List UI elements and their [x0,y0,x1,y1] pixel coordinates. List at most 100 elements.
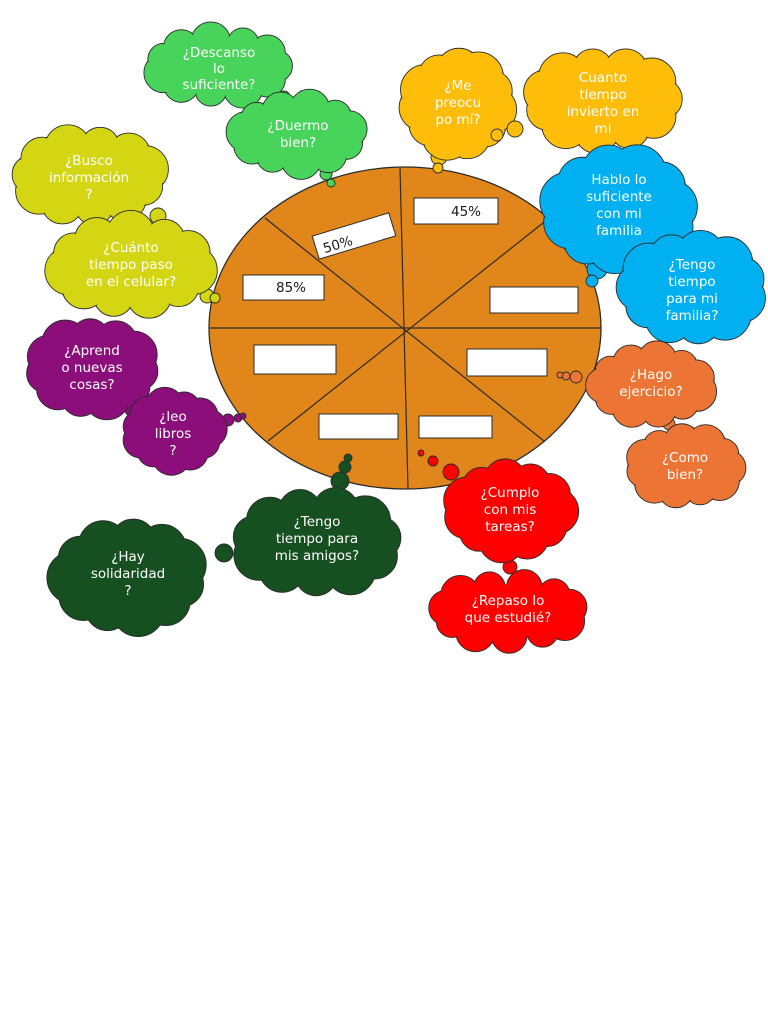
cloud-text-line: tiempo [579,87,626,103]
cloud-fill [144,22,292,108]
cloud-text-line: suficiente [586,189,652,205]
cloud-core [637,439,733,493]
pie-wheel [208,166,602,490]
cloud-text-line: información [49,170,129,186]
cloud-text-line: ¿Hago [630,367,672,383]
thought-bubble [417,449,425,457]
cloud-text-line: ¿Duermo [267,118,328,134]
cloud-text-line: bien? [280,135,316,151]
cloud-core [459,477,561,543]
pie-box-8[interactable] [418,415,493,439]
cloud-fill [45,211,217,318]
cloud-text-line: preocu [435,95,481,111]
cloud-text-line: ¿Tengo [669,257,716,273]
cloud-text-line: Hablo lo [591,172,646,188]
pie-box-7[interactable] [318,413,399,440]
pie-box-5[interactable] [253,344,337,375]
pie-box-2-value: 45% [451,204,481,220]
cloud-core [240,106,356,162]
cloud-text-line: lo [213,61,225,77]
thought-bubble [239,412,247,420]
thought-bubble [432,162,444,174]
cloud-core [418,68,498,140]
cloud-core [25,143,153,209]
pie-divider [267,218,549,442]
cloud-text-line: suficiente? [183,77,256,93]
cloud-core [537,65,669,135]
thought-bubble [569,370,583,384]
cloud-fill [586,341,716,427]
pie-box-3-value: 85% [276,280,306,296]
cloud-fill [234,488,400,595]
thought-bubble [556,371,564,379]
cloud-fill [627,424,745,507]
cloud-core [598,358,704,412]
cloud-fill [124,388,227,475]
cloud-text-line: ¿leo [159,409,186,425]
cloud-text-line: tiempo [668,274,715,290]
cloud-core [155,39,283,93]
thought-bubble [585,274,599,288]
cloud-core [61,231,201,301]
pie-box-3[interactable]: 85% [242,274,325,301]
cloud-text-line: invierto en [567,104,640,120]
thought-bubble [343,453,353,463]
cloud-core [634,251,750,325]
cloud-text-line: ¿Repaso lo [472,593,545,609]
cloud-text-line: con mis [484,502,536,518]
cloud-text-line: tiempo paso [89,257,173,273]
cloud-text-line: ? [124,583,131,599]
cloud-text-line: mi [595,121,612,137]
cloud-core [67,538,189,614]
cloud-text-line: que estudié? [465,610,552,626]
cloud-text-line: ? [85,187,92,203]
pie-box-6[interactable] [466,348,548,377]
pie-box-2[interactable]: 45% [413,197,499,225]
cloud-fill [47,520,206,636]
cloud-text-line: familia [596,223,642,239]
pie-box-4[interactable] [489,286,579,314]
thought-bubble [338,460,352,474]
cloud-fill [540,145,697,273]
cloud-text-line: ¿Busco [65,153,113,169]
cloud-text-line: ¿Aprend [64,343,120,359]
thought-bubble [209,292,221,304]
cloud-core [40,335,144,401]
thought-bubble [427,455,439,467]
cloud-text-line: cosas? [69,377,114,393]
cloud-text-line: ¿Cuánto [103,240,159,256]
cloud-fill [444,459,578,562]
cloud-core [561,167,677,251]
cloud-text-line: en el celular? [86,274,176,290]
cloud-fill [617,231,765,343]
clouds-layer: ¿Descansolosuficiente?¿Duermobien?¿Mepre… [11,21,766,654]
cloud-text-line: ? [169,443,176,459]
cloud-text-line: tiempo para [276,531,358,547]
cloud-core [246,506,388,578]
cloud-fill [227,90,367,179]
thought-bubble [506,120,524,138]
cloud-text-line: ¿Me [444,78,471,94]
thought-bubble [490,128,504,142]
cloud-fill [13,125,168,225]
thought-bubble [330,471,350,491]
cloud-fill [27,319,157,419]
thought-bubble [214,543,234,563]
cloud-text-line: mis amigos? [275,548,359,564]
cloud-fill [429,570,586,653]
